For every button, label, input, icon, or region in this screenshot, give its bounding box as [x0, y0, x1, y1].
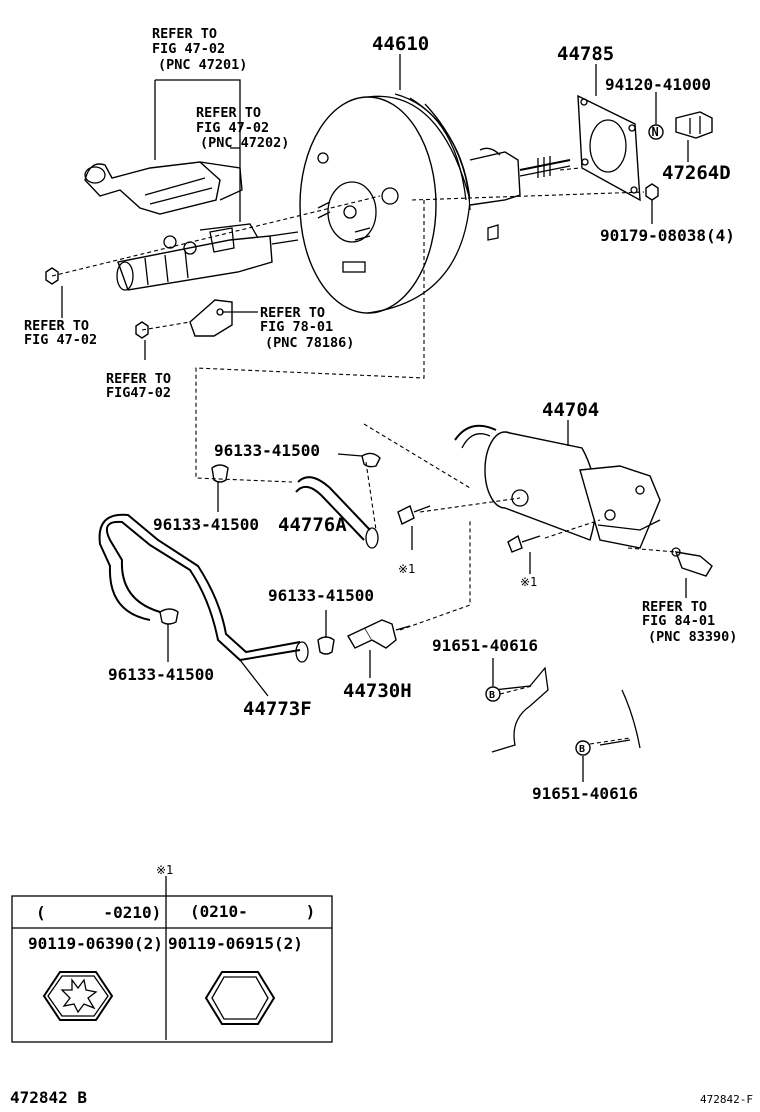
- label-check-valve: 44730H: [343, 680, 412, 702]
- label-nut-n: 94120-41000: [605, 75, 711, 94]
- svg-text:FIG 47-02: FIG 47-02: [24, 332, 97, 348]
- svg-text:REFER TO: REFER TO: [106, 371, 171, 387]
- svg-text:FIG 47-02: FIG 47-02: [152, 41, 225, 57]
- clamp-drawings: [159, 452, 381, 655]
- gasket-plate-drawing: [577, 94, 641, 202]
- svg-text:(PNC 83390): (PNC 83390): [648, 629, 737, 645]
- svg-text:(PNC 47202): (PNC 47202): [200, 135, 289, 151]
- label-tank: 44704: [542, 399, 599, 421]
- leader-lines: [61, 54, 689, 1040]
- master-cylinder-drawing: [45, 161, 299, 339]
- nut-drawing: [645, 183, 659, 201]
- label-hose-a: 44776A: [278, 514, 347, 536]
- clip-marker-b1: B: [489, 690, 495, 701]
- check-valve-drawing: [347, 619, 411, 649]
- svg-text:FIG 84-01: FIG 84-01: [642, 613, 715, 629]
- label-clip-b2: 91651-40616: [532, 784, 638, 803]
- figure-code-left: 472842 B: [10, 1088, 87, 1107]
- svg-text:(PNC 78186): (PNC 78186): [265, 335, 354, 351]
- brake-booster-drawing: [299, 93, 571, 314]
- svg-text:(PNC 47201): (PNC 47201): [158, 57, 247, 73]
- ref-note-78186: REFER TO FIG 78-01 (PNC 78186): [260, 305, 354, 351]
- label-booster: 44610: [372, 33, 429, 55]
- figure-code-right: 472842-F: [700, 1093, 753, 1106]
- note-marker-1b: ※1: [520, 575, 537, 589]
- variant-table: ※1 ( -0210) (0210- ) 90119-06390(2) 9011…: [11, 863, 333, 1043]
- label-clamp-c: 96133-41500: [268, 586, 374, 605]
- label-hose-f: 44773F: [243, 698, 312, 720]
- svg-text:REFER TO: REFER TO: [196, 105, 261, 121]
- label-clamp-b: 96133-41500: [153, 515, 259, 534]
- dashed-alignment-lines: [51, 167, 677, 745]
- svg-text:REFER TO: REFER TO: [260, 305, 325, 321]
- ref-note-83390: REFER TO FIG 84-01 (PNC 83390): [642, 599, 737, 645]
- svg-text:FIG47-02: FIG47-02: [106, 385, 171, 401]
- torx-bolt-head-icon: [42, 971, 114, 1021]
- vacuum-tank-drawing: [397, 424, 713, 577]
- label-clamp-d: 96133-41500: [108, 665, 214, 684]
- svg-text:N: N: [652, 125, 659, 139]
- table-col2-header: (0210- ): [190, 902, 315, 921]
- hose-44773f-drawing: [98, 513, 309, 663]
- label-clamp-a: 96133-41500: [214, 441, 320, 460]
- nut-n-drawing: N: [648, 124, 664, 140]
- ref-note-47-02-left: REFER TO FIG 47-02: [24, 318, 97, 348]
- vacuum-union-drawing: [675, 111, 713, 139]
- ref-note-47202: REFER TO FIG 47-02 (PNC 47202): [196, 105, 289, 151]
- clip-drawings: [485, 666, 641, 756]
- table-col2-part: 90119-06915(2): [168, 934, 303, 953]
- note-marker-1a: ※1: [398, 562, 415, 576]
- label-union: 47264D: [662, 162, 731, 184]
- svg-text:FIG 78-01: FIG 78-01: [260, 319, 333, 335]
- hex-bolt-head-icon: [204, 971, 276, 1025]
- table-col1-header: ( -0210): [36, 903, 161, 922]
- table-col1-part: 90119-06390(2): [28, 934, 163, 953]
- ref-note-47-02-bottom: REFER TO FIG47-02: [106, 371, 171, 401]
- label-clip-b1: 91651-40616: [432, 636, 538, 655]
- clip-marker-b2: B: [579, 744, 585, 755]
- svg-text:FIG 47-02: FIG 47-02: [196, 120, 269, 136]
- hose-44776a-drawing: [295, 476, 379, 549]
- table-note-marker: ※1: [156, 863, 173, 877]
- svg-text:REFER TO: REFER TO: [642, 599, 707, 615]
- label-gasket: 44785: [557, 43, 614, 65]
- ref-note-47201: REFER TO FIG 47-02 (PNC 47201): [152, 26, 247, 73]
- svg-text:REFER TO: REFER TO: [152, 26, 217, 42]
- label-nut-bolt: 90179-08038(4): [600, 226, 735, 245]
- svg-text:REFER TO: REFER TO: [24, 318, 89, 334]
